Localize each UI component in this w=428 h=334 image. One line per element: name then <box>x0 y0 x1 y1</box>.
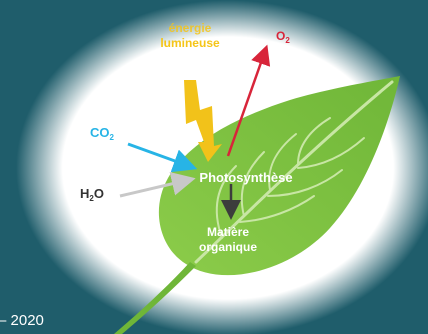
oxygen-label: O2 <box>276 29 290 45</box>
leaf-stem <box>114 262 196 334</box>
water-arrow <box>119 172 196 198</box>
product-label-line2: organique <box>199 240 257 254</box>
light-label-line2: lumineuse <box>160 36 220 50</box>
water-label: H2O <box>80 186 104 203</box>
leaf-veins <box>194 80 394 264</box>
product-label-line1: Matière <box>207 225 249 239</box>
co2-label: CO2 <box>90 125 115 142</box>
co2-arrow <box>127 142 198 173</box>
oxygen-arrow <box>226 44 271 157</box>
light-energy-arrow <box>184 80 222 162</box>
light-label-line1: énergie <box>169 21 212 35</box>
footer-year-text: – 2020 <box>0 312 44 329</box>
photosynthesis-label: Photosynthèse <box>199 170 292 185</box>
